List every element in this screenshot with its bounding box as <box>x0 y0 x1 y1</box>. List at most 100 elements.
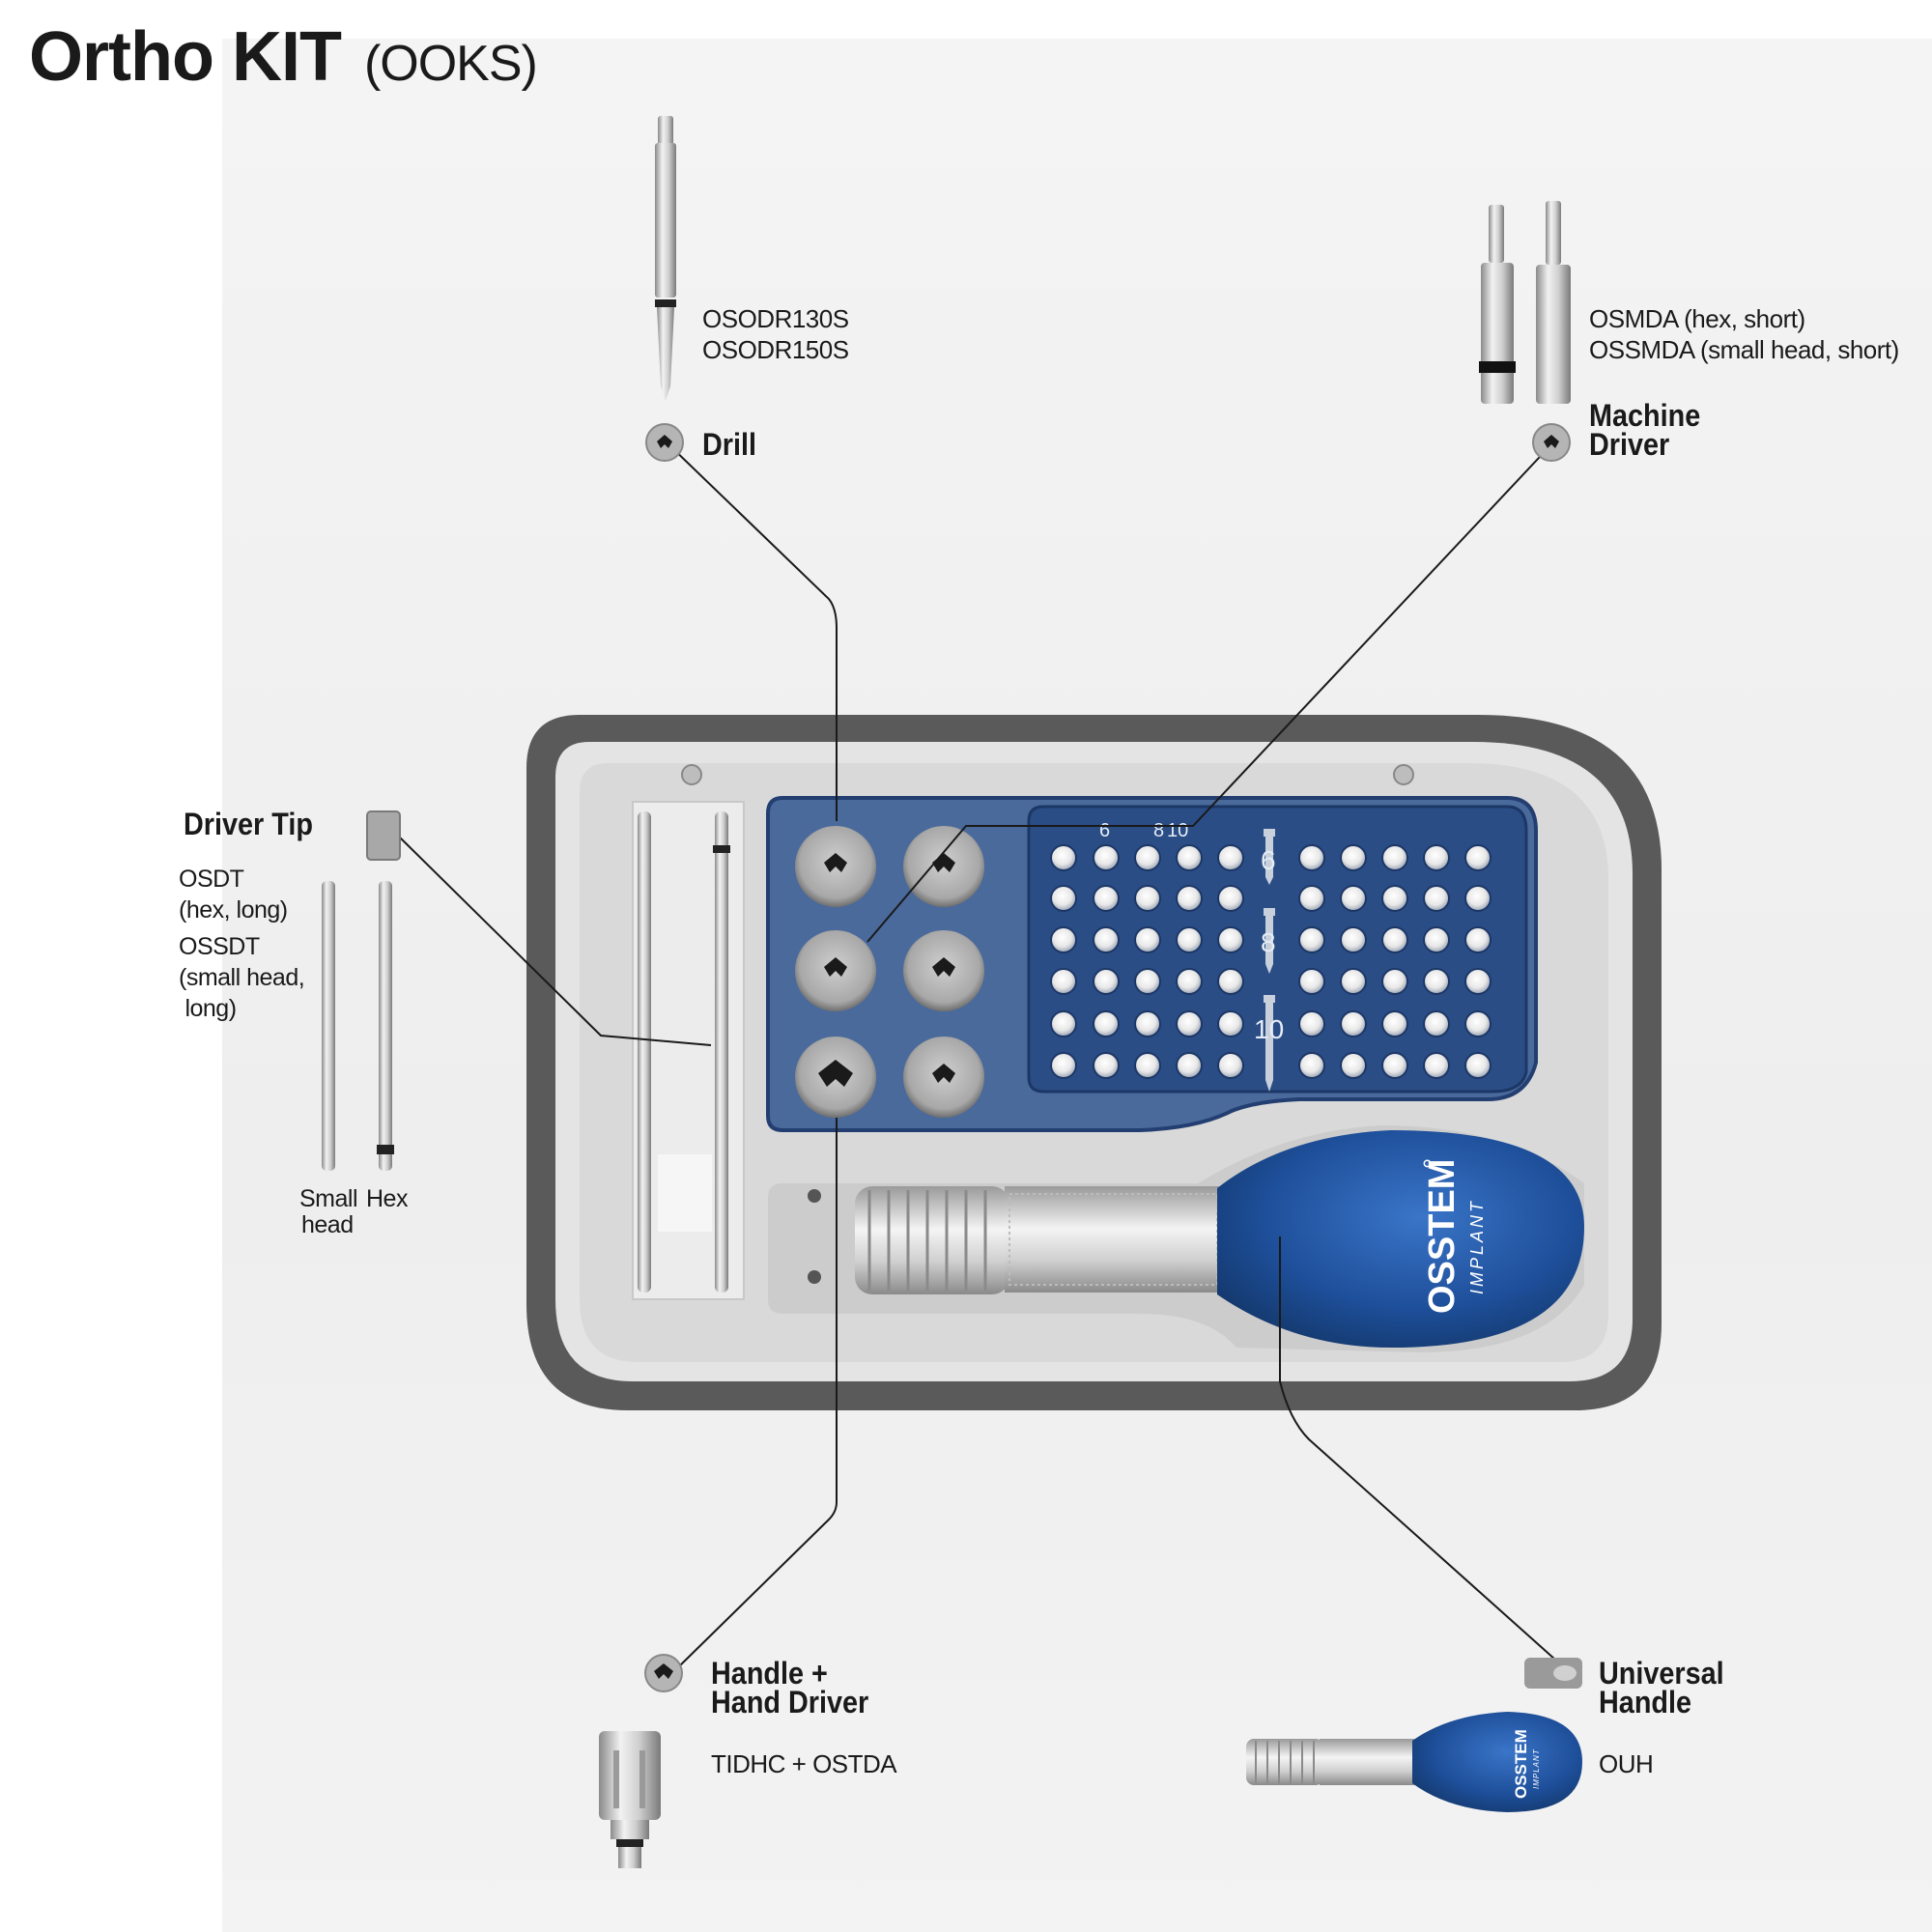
screw-hole <box>1050 1010 1077 1037</box>
driver-tip-variant-head: head <box>301 1211 354 1238</box>
screw-hole <box>1217 1052 1244 1079</box>
screw-hole <box>1176 968 1203 995</box>
machine-driver-image <box>1479 201 1571 404</box>
screw-hole <box>1298 968 1325 995</box>
screw-hole <box>1217 1010 1244 1037</box>
tray-driver-tip-hex <box>715 811 728 1293</box>
small-brand-sub: IMPLANT <box>1532 1748 1541 1789</box>
hand-driver-code: TIDHC + OSTDA <box>711 1749 897 1778</box>
screw-hole <box>1176 885 1203 912</box>
screw-hole <box>1093 844 1120 871</box>
screw-hole <box>1298 1010 1325 1037</box>
screw-hole <box>1464 968 1492 995</box>
screw-hole <box>1134 1052 1161 1079</box>
screw-hole <box>1217 968 1244 995</box>
title-main: Ortho KIT <box>29 18 342 96</box>
screw-hole-grid <box>1050 844 1492 1079</box>
machine-driver-bullet-icon <box>1532 423 1571 462</box>
universal-handle-image: OSSTEM IMPLANT <box>1246 1712 1582 1812</box>
grid-label-6: 6 <box>1261 845 1276 875</box>
universal-handle-label-line2: Handle <box>1599 1685 1692 1719</box>
screw-hole <box>1298 844 1325 871</box>
drill-code-1: OSODR130S <box>702 304 849 333</box>
screw-hole <box>1298 885 1325 912</box>
screw-hole <box>1134 885 1161 912</box>
screw-hole <box>1134 926 1161 953</box>
screw-hole <box>1134 844 1161 871</box>
machine-driver-code-2: OSSMDA (small head, short) <box>1589 335 1899 364</box>
screw-hole <box>1176 1052 1203 1079</box>
driver-tip-image <box>322 881 394 1171</box>
tray-brand-mark: ° <box>1418 1158 1448 1169</box>
tray-driver-tip-hex-band <box>713 845 730 853</box>
grid-label-8: 8 <box>1261 927 1276 957</box>
title-code: (OOKS) <box>363 36 538 92</box>
drill-label: Drill <box>702 427 757 462</box>
hand-driver-image <box>599 1731 661 1868</box>
screw-hole <box>1050 926 1077 953</box>
screw-hole <box>1381 968 1408 995</box>
tray-label-plate <box>658 1154 712 1232</box>
screw-hole <box>1134 968 1161 995</box>
callout-lines <box>397 441 1556 1670</box>
screw-hole <box>1340 1010 1367 1037</box>
screw-hole <box>1423 844 1450 871</box>
screw-hole <box>1134 1010 1161 1037</box>
screw-hole <box>1050 885 1077 912</box>
screw-hole <box>1464 926 1492 953</box>
screw-hole <box>1423 968 1450 995</box>
screw-hole <box>1217 844 1244 871</box>
screw-hole <box>1050 968 1077 995</box>
screw-hole <box>1464 844 1492 871</box>
machine-driver-callout-line <box>867 441 1554 943</box>
screw-hole <box>1340 926 1367 953</box>
screw-hole <box>1217 926 1244 953</box>
machine-driver-label-line2: Driver <box>1589 427 1670 462</box>
screw-hole <box>1340 885 1367 912</box>
screw-hole <box>1340 1052 1367 1079</box>
screw-hole <box>1340 968 1367 995</box>
screw-hole <box>1464 885 1492 912</box>
screw-hole <box>1093 1052 1120 1079</box>
driver-tip-variant-small: Small <box>299 1185 358 1212</box>
hand-driver-callout-line <box>675 1118 838 1670</box>
tray-screw-left <box>681 764 702 785</box>
screw-hole <box>1093 968 1120 995</box>
screw-hole <box>1423 1010 1450 1037</box>
machine-driver-label-line1: Machine <box>1589 398 1701 433</box>
tray-brand-text: OSSTEM <box>1422 1159 1463 1314</box>
universal-handle-label-line1: Universal <box>1599 1656 1724 1690</box>
screw-hole <box>1423 1052 1450 1079</box>
grid-top-label-6: 6 <box>1099 820 1110 841</box>
hand-driver-label-line1: Handle + <box>711 1656 828 1690</box>
tray-driver-tip-small-head <box>638 811 651 1293</box>
page-title: Ortho KIT (OOKS) <box>29 17 538 97</box>
screw-hole <box>1381 926 1408 953</box>
machine-driver-code-1: OSMDA (hex, short) <box>1589 304 1805 333</box>
grid-label-10: 10 <box>1254 1014 1284 1044</box>
driver-tip-callout-line <box>397 835 712 1046</box>
drill-callout-line <box>666 441 838 821</box>
hand-driver-bullet-icon <box>644 1654 683 1692</box>
screw-hole <box>1381 1010 1408 1037</box>
driver-tip-code-4: (small head, <box>179 964 305 991</box>
drill-code-2: OSODR150S <box>702 335 849 364</box>
small-brand-text: OSSTEM <box>1512 1729 1530 1799</box>
driver-tip-code-5: long) <box>179 995 237 1022</box>
driver-tip-label: Driver Tip <box>184 807 313 841</box>
screw-hole <box>1381 1052 1408 1079</box>
screw-hole <box>1340 844 1367 871</box>
driver-tip-code-3: OSSDT <box>179 933 260 960</box>
drill-bullet-icon <box>645 423 684 462</box>
screw-hole <box>1050 844 1077 871</box>
grid-top-label-8: 8 <box>1153 820 1164 841</box>
tray-brand-sub: IMPLANT <box>1467 1199 1487 1294</box>
screw-size-markers <box>1264 829 1275 1092</box>
universal-handle-code: OUH <box>1599 1749 1654 1778</box>
universal-handle-callout-line <box>1279 1236 1556 1661</box>
tray-universal-handle: OSSTEM IMPLANT ° <box>855 1130 1584 1348</box>
screw-hole <box>1464 1010 1492 1037</box>
screw-hole <box>1464 1052 1492 1079</box>
tray-screw-right <box>1393 764 1414 785</box>
